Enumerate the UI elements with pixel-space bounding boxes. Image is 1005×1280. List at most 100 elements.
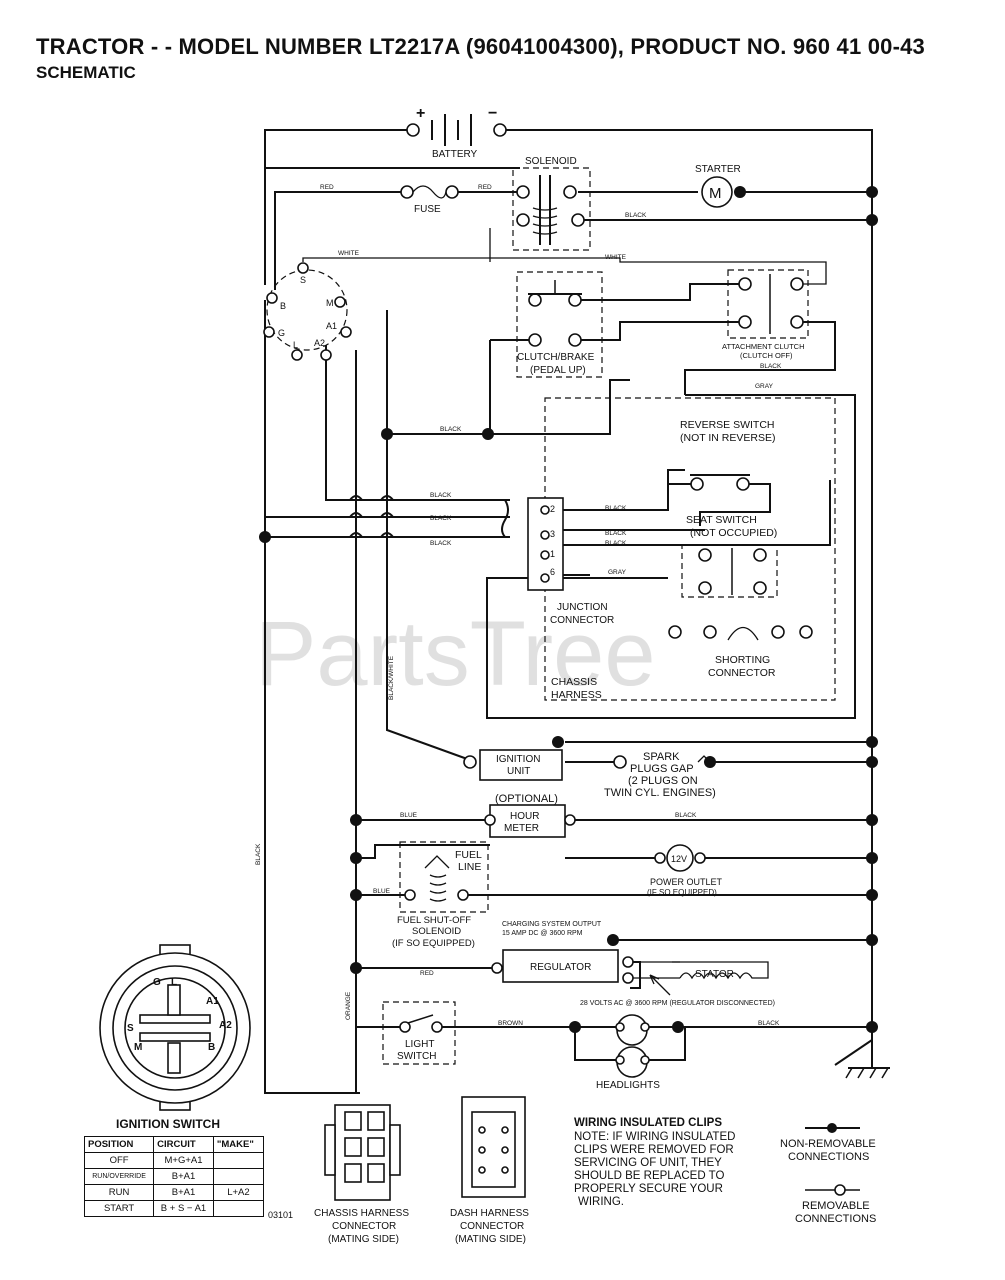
spark-label-2: PLUGS GAP <box>630 763 694 775</box>
headlights-label: HEADLIGHTS <box>596 1080 660 1091</box>
regulator: REGULATOR CHARGING SYSTEM OUTPUT 15 AMP … <box>420 921 634 984</box>
clips-title: WIRING INSULATED CLIPS <box>574 1117 722 1129</box>
spark-label-4: TWIN CYL. ENGINES) <box>604 787 716 799</box>
table-row: START B + S − A1 <box>83 1200 265 1217</box>
shorting-connector-label-2: CONNECTOR <box>708 667 776 679</box>
hour-meter: (OPTIONAL) HOUR METER BLUE BLACK <box>400 793 697 838</box>
fuel-solenoid-label-2: SOLENOID <box>412 926 461 937</box>
stator: STATOR 28 VOLTS AC @ 3600 RPM (REGULATOR… <box>580 961 775 1007</box>
ign-terminal-a1: A1 <box>326 321 337 331</box>
light-switch-label-1: LIGHT <box>405 1039 434 1050</box>
clips-note-3: SERVICING OF UNIT, THEY <box>574 1157 722 1169</box>
wire-label-orange: ORANGE <box>345 991 352 1020</box>
clips-note-2: CLIPS WERE REMOVED FOR <box>574 1144 734 1156</box>
regulator-label: REGULATOR <box>530 962 591 973</box>
dash-harness-connector: DASH HARNESS CONNECTOR (MATING SIDE) <box>450 1096 529 1245</box>
seat-switch-label: SEAT SWITCH <box>686 514 757 526</box>
starter-motor-symbol: M <box>709 185 722 202</box>
wire-label-white-2: WHITE <box>605 254 627 261</box>
row-circuit: B+A1 <box>153 1184 214 1201</box>
ignition-switch-face: G L A1 A2 S M B IGNITION SWITCH <box>99 944 251 1131</box>
connection-dots <box>259 186 878 1033</box>
legend: NON-REMOVABLE CONNECTIONS REMOVABLE CONN… <box>780 1123 876 1225</box>
chassis-conn-label-2: CONNECTOR <box>332 1221 396 1232</box>
wire-label-red-1: RED <box>320 184 334 191</box>
face-terminal-g: G <box>153 977 161 988</box>
face-terminal-a1: A1 <box>206 996 219 1007</box>
wire-label-black-8: BLACK <box>605 540 627 547</box>
clips-note-1: NOTE: IF WIRING INSULATED <box>574 1131 735 1143</box>
shorting-connector: SHORTING CONNECTOR CHASSIS HARNESS <box>551 625 813 701</box>
table-row: OFF M+G+A1 <box>83 1152 265 1169</box>
ignition-unit: IGNITION UNIT SPARK PLUGS GAP (2 PLUGS O… <box>388 655 716 799</box>
shorting-connector-label-1: SHORTING <box>715 654 770 666</box>
legend-removable-1: REMOVABLE <box>802 1200 870 1212</box>
wire-label-black-7: BLACK <box>605 530 627 537</box>
row-position: START <box>83 1200 155 1217</box>
row-circuit: M+G+A1 <box>153 1152 214 1169</box>
power-outlet-label-2: (IF SO EQUIPPED) <box>647 888 717 897</box>
face-terminal-s: S <box>127 1023 134 1034</box>
clips-note-4: SHOULD BE REPLACED TO <box>574 1170 724 1182</box>
attachment-clutch-state: (CLUTCH OFF) <box>740 351 793 360</box>
wire-label-black-hour: BLACK <box>675 812 697 819</box>
chassis-harness-connector: CHASSIS HARNESS CONNECTOR (MATING SIDE) … <box>268 1104 409 1245</box>
chassis-harness-label-1: CHASSIS <box>551 676 597 688</box>
clips-note-6: WIRING. <box>578 1196 624 1208</box>
spark-label-3: (2 PLUGS ON <box>628 775 698 787</box>
wire-label-red-2: RED <box>478 184 492 191</box>
row-position: RUN <box>83 1184 155 1201</box>
row-position: RUN/OVERRIDE <box>83 1168 155 1185</box>
battery: + − BATTERY <box>406 105 507 160</box>
junction-connector-label-2: CONNECTOR <box>550 615 614 626</box>
reverse-switch-label: REVERSE SWITCH <box>680 419 775 431</box>
legend-removable-2: CONNECTIONS <box>795 1213 876 1225</box>
wire-label-white-1: WHITE <box>338 250 360 257</box>
table-row: RUN/OVERRIDE B+A1 <box>83 1168 265 1185</box>
ign-terminal-s: S <box>300 275 306 285</box>
wire-label-blue-1: BLUE <box>400 812 418 819</box>
wire-label-black-5: BLACK <box>430 540 452 547</box>
wire-label-black-solenoid: BLACK <box>625 212 647 219</box>
drawing-code: 03101 <box>268 1210 293 1220</box>
attachment-clutch-label: ATTACHMENT CLUTCH <box>722 342 805 351</box>
fuel-solenoid-label-1: FUEL SHUT-OFF <box>397 915 471 926</box>
col-make: "MAKE" <box>212 1136 265 1153</box>
solenoid: SOLENOID <box>512 156 591 251</box>
ignition-unit-label-2: UNIT <box>507 766 530 777</box>
ignition-switch-schematic: S B M G A1 L A2 <box>263 262 352 361</box>
face-terminal-m: M <box>134 1042 142 1053</box>
attachment-clutch-switch: ATTACHMENT CLUTCH (CLUTCH OFF) BLACK GRA… <box>440 269 809 433</box>
power-outlet-symbol: 12V <box>671 854 687 864</box>
hour-meter-label-1: HOUR <box>510 811 539 822</box>
ignition-switch-table: POSITION CIRCUIT "MAKE" OFF M+G+A1 RUN/O… <box>83 1136 265 1217</box>
row-make <box>212 1200 265 1217</box>
page-subtitle: SCHEMATIC <box>36 63 136 82</box>
ign-terminal-a2: A2 <box>314 338 325 348</box>
ignition-unit-label-1: IGNITION <box>496 754 540 765</box>
row-make <box>212 1168 265 1185</box>
wiring-clips-note: WIRING INSULATED CLIPS NOTE: IF WIRING I… <box>574 1117 735 1208</box>
charging-label-1: CHARGING SYSTEM OUTPUT <box>502 921 602 928</box>
wire-crossings <box>349 495 509 538</box>
power-outlet-label-1: POWER OUTLET <box>650 877 723 887</box>
wire-label-black-2: BLACK <box>440 426 462 433</box>
wire-label-brown: BROWN <box>498 1020 523 1027</box>
chassis-harness-label-2: HARNESS <box>551 689 602 701</box>
junction-pin-3: 3 <box>550 529 555 539</box>
dash-conn-label-2: CONNECTOR <box>460 1221 524 1232</box>
ignition-switch-caption: IGNITION SWITCH <box>116 1117 220 1131</box>
battery-minus: − <box>488 105 497 122</box>
seat-switch-state: (NOT OCCUPIED) <box>690 527 777 539</box>
wire-label-black-6: BLACK <box>605 505 627 512</box>
battery-plus: + <box>416 105 425 122</box>
ground-symbol <box>845 1040 890 1079</box>
face-terminal-a2: A2 <box>219 1020 232 1031</box>
headlights: HEADLIGHTS <box>596 1014 660 1091</box>
junction-connector-label-1: JUNCTION <box>557 602 608 613</box>
main-wires <box>264 129 873 1094</box>
junction-pin-2: 2 <box>550 504 555 514</box>
wire-label-black-trunk: BLACK <box>255 843 262 865</box>
battery-label: BATTERY <box>432 149 478 160</box>
